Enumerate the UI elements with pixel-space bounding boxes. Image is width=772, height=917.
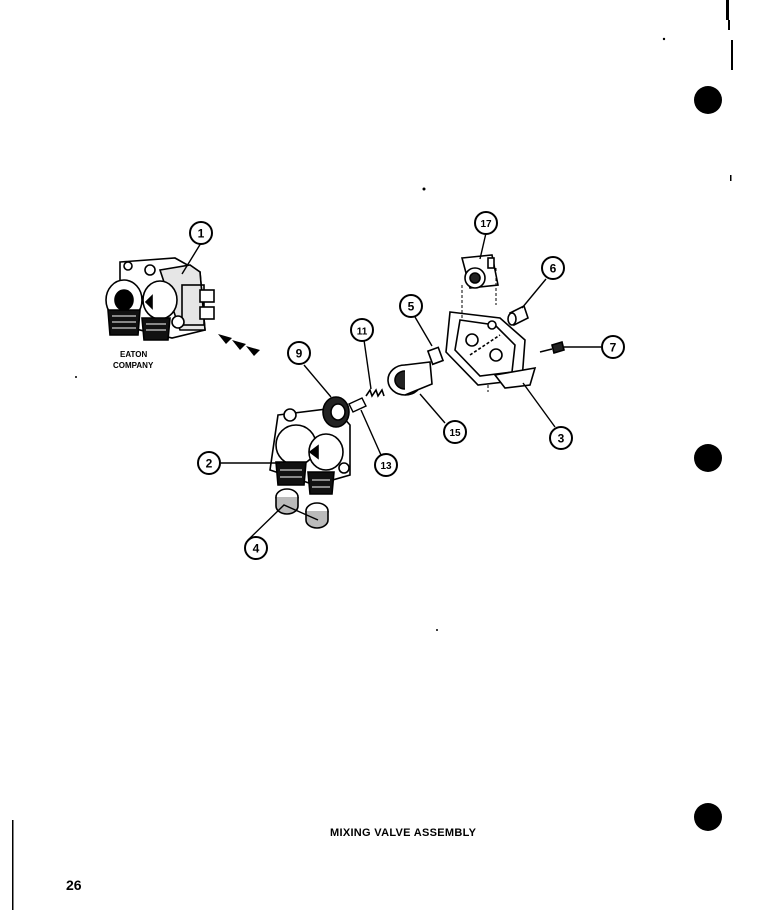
callout-9: 9 xyxy=(287,341,311,365)
svg-text:3: 3 xyxy=(558,432,565,446)
callout-1: 1 xyxy=(189,221,213,245)
callout-5: 5 xyxy=(399,294,423,318)
coil-guide-lines xyxy=(461,268,497,392)
svg-text:17: 17 xyxy=(480,219,492,230)
coil-part-17 xyxy=(460,254,499,289)
callout-4: 4 xyxy=(244,536,268,560)
sleeve-part-6 xyxy=(507,304,529,327)
binder-hole-top xyxy=(694,86,722,114)
callout-11: 11 xyxy=(350,318,374,342)
callout-17: 17 xyxy=(474,211,498,235)
callout-13: 13 xyxy=(374,453,398,477)
callout-2: 2 xyxy=(197,451,221,475)
svg-text:2: 2 xyxy=(206,457,213,471)
valve-body-part-2 xyxy=(269,405,351,495)
diaphragm-part-9 xyxy=(322,396,350,428)
callout-6: 6 xyxy=(541,256,565,280)
binder-hole-middle xyxy=(694,444,722,472)
svg-text:5: 5 xyxy=(408,300,415,314)
svg-text:6: 6 xyxy=(550,262,557,276)
bushing-part-5 xyxy=(426,346,445,366)
page-number: 26 xyxy=(66,877,82,893)
valve-assembly-part-1 xyxy=(105,257,215,341)
spring-part-11 xyxy=(365,388,385,398)
caps-part-4 xyxy=(275,488,329,529)
svg-text:13: 13 xyxy=(380,461,392,472)
svg-text:15: 15 xyxy=(449,428,461,439)
callout-3: 3 xyxy=(549,426,573,450)
leader-lines xyxy=(181,232,601,541)
diagram-title: MIXING VALVE ASSEMBLY xyxy=(330,827,477,839)
plunger-part-15 xyxy=(387,361,433,396)
callout-15: 15 xyxy=(443,420,467,444)
brand-label-line2: COMPANY xyxy=(113,361,154,370)
explode-arrows xyxy=(218,334,260,356)
pin-part-13 xyxy=(348,397,367,413)
binder-hole-bottom xyxy=(694,803,722,831)
scan-specks xyxy=(12,0,733,910)
svg-text:11: 11 xyxy=(357,327,368,338)
svg-text:9: 9 xyxy=(296,347,303,361)
screw-part-7 xyxy=(539,340,565,355)
bracket-part-3 xyxy=(445,311,537,389)
svg-text:7: 7 xyxy=(610,341,617,355)
brand-label-line1: EATON xyxy=(120,350,147,359)
callout-7: 7 xyxy=(601,335,625,359)
svg-text:1: 1 xyxy=(198,227,205,241)
svg-text:4: 4 xyxy=(253,542,260,556)
